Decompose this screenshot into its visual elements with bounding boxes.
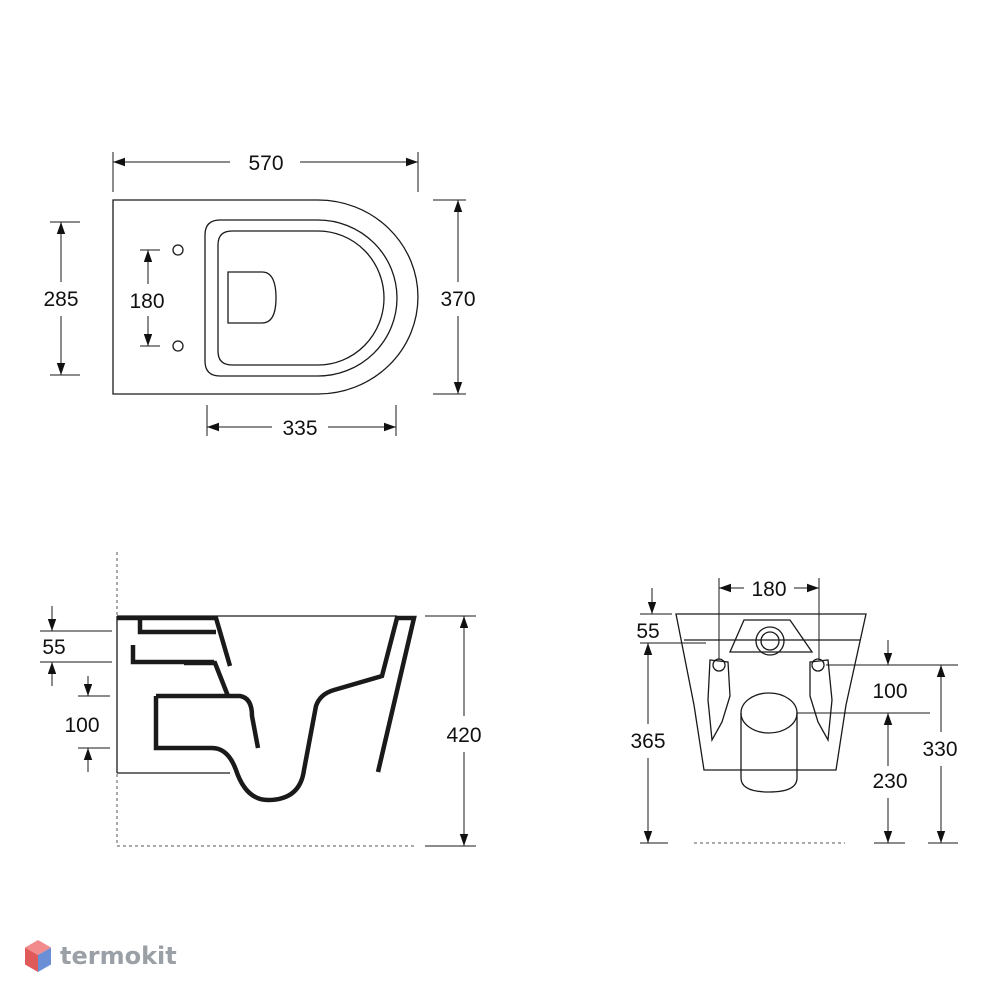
rear-inlet-outer [755,626,785,656]
hexagon-cube-icon [25,940,51,972]
rear-dim-330-label: 330 [922,738,957,761]
top-view-hole-upper [172,244,184,256]
top-view-drain [227,271,277,324]
rear-dim-180-label: 180 [751,578,786,601]
rear-hole-right [811,658,825,672]
dim-285-label: 285 [43,288,78,311]
top-view-hole-lower [172,340,184,352]
top-view-bowl [217,230,385,366]
rear-outlet [740,692,798,734]
side-dim-55-label: 55 [42,636,65,659]
rear-inlet-inner [760,631,780,651]
side-dim-420-label: 420 [446,724,481,747]
dim-370-label: 370 [440,288,475,311]
side-dim-100-label: 100 [64,714,99,737]
rear-dim-55-label: 55 [636,620,659,643]
rear-right-bracket [809,659,833,743]
rear-outlet-pipe [740,713,798,793]
top-view-rim [204,219,398,377]
dim-335-label: 335 [282,417,317,440]
rear-view-outline [675,613,867,771]
side-view-trap [153,615,417,803]
top-view-outline [112,199,419,395]
rear-dim-100-label: 100 [872,680,907,703]
side-view: 55 100 420 [40,552,482,847]
rear-view: 180 55 365 100 230 330 [630,578,958,844]
dim-570-label: 570 [248,152,283,175]
rear-view-inner [684,619,860,653]
rear-left-bracket [707,659,731,743]
dim-180-label: 180 [129,290,164,313]
top-view: 570 285 180 370 335 [43,152,476,440]
brand-name: termokit [60,942,177,970]
rear-dim-365-label: 365 [630,730,665,753]
side-view-rim [117,615,233,667]
rear-dim-230-label: 230 [872,770,907,793]
side-view-inner [184,660,231,697]
brand-logo: termokit [24,936,177,976]
